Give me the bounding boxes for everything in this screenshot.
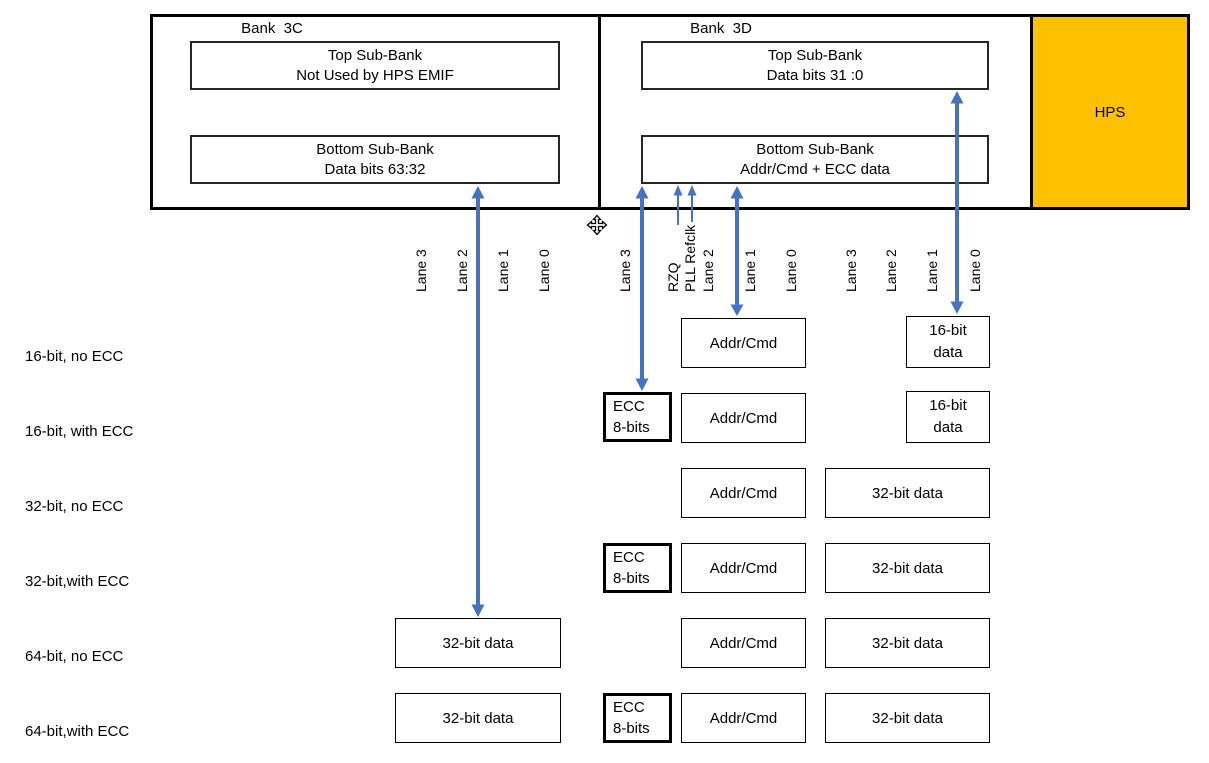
bank-3c-top-line1: Top Sub-Bank xyxy=(327,46,423,64)
data-32bit-box: 32-bit data xyxy=(825,468,990,518)
ecc-line2: 8-bits xyxy=(613,570,650,587)
data-32bit-text: 32-bit data xyxy=(872,559,943,577)
addr-cmd-box: Addr/Cmd xyxy=(681,393,806,443)
bank-3c-title: Bank 3C xyxy=(241,20,303,37)
ecc-8bits-box: ECC 8-bits xyxy=(603,543,672,593)
data-16bit-line2: data xyxy=(933,344,963,361)
row-label-64bit-no-ecc: 64-bit, no ECC xyxy=(25,648,124,665)
lane-label-3c-lane2: Lane 2 xyxy=(454,249,470,292)
bank-3c-top-sub-bank: Top Sub-Bank Not Used by HPS EMIF xyxy=(190,41,560,90)
row-label-32bit-with-ecc: 32-bit,with ECC xyxy=(25,573,130,590)
bank-3d-bottom-sub-bank: Bottom Sub-Bank Addr/Cmd + ECC data xyxy=(641,135,989,184)
data-32bit-left-text: 32-bit data xyxy=(442,709,514,727)
addr-cmd-box: Addr/Cmd xyxy=(681,693,806,743)
ecc-line2: 8-bits xyxy=(613,419,650,436)
row-label-32bit-no-ecc: 32-bit, no ECC xyxy=(25,498,124,515)
bank-divider xyxy=(598,14,601,210)
ecc-8bits-box: ECC 8-bits xyxy=(603,693,672,743)
lane-label-3d-lane2: Lane 2 xyxy=(700,249,716,292)
addr-cmd-box: Addr/Cmd xyxy=(681,468,806,518)
hps-box: HPS xyxy=(1030,14,1190,210)
lane-label-3d2-lane0: Lane 0 xyxy=(967,249,983,292)
bank-3d-top-line1: Top Sub-Bank xyxy=(767,46,863,64)
bank-3d-top-line2: Data bits 31 :0 xyxy=(766,67,864,85)
data-16bit-line1: 16-bit xyxy=(929,322,967,339)
lane-label-3d2-lane2: Lane 2 xyxy=(883,249,899,292)
lane-label-3d-lane0: Lane 0 xyxy=(783,249,799,292)
bank-3d-title: Bank 3D xyxy=(690,20,752,37)
data-32bit-box: 32-bit data xyxy=(825,618,990,668)
data-32bit-left-box: 32-bit data xyxy=(395,618,561,668)
bank-3d-top-sub-bank: Top Sub-Bank Data bits 31 :0 xyxy=(641,41,989,90)
addr-cmd-text: Addr/Cmd xyxy=(709,484,778,502)
move-cursor-icon xyxy=(586,214,608,236)
data-32bit-box: 32-bit data xyxy=(825,543,990,593)
pll-refclk-label: PLL Refclk xyxy=(682,224,698,292)
addr-cmd-box: Addr/Cmd xyxy=(681,318,806,368)
lane-label-3d-lane1: Lane 1 xyxy=(742,249,758,292)
ecc-8bits-box: ECC 8-bits xyxy=(603,392,672,442)
lane-label-3c-lane3: Lane 3 xyxy=(413,249,429,292)
data-32bit-text: 32-bit data xyxy=(872,709,943,727)
data-32bit-box: 32-bit data xyxy=(825,693,990,743)
bank-3c-bottom-line2: Data bits 63:32 xyxy=(324,161,426,179)
addr-cmd-box: Addr/Cmd xyxy=(681,618,806,668)
addr-cmd-box: Addr/Cmd xyxy=(681,543,806,593)
row-label-16bit-with-ecc: 16-bit, with ECC xyxy=(25,423,134,440)
bank-3c-bottom-sub-bank: Bottom Sub-Bank Data bits 63:32 xyxy=(190,135,560,184)
data-16bit-box: 16-bit data xyxy=(906,316,990,368)
data-32bit-left-text: 32-bit data xyxy=(442,634,514,652)
data-32bit-left-box: 32-bit data xyxy=(395,693,561,743)
hps-label: HPS xyxy=(1094,103,1126,121)
lane-label-3c-lane0: Lane 0 xyxy=(536,249,552,292)
addr-cmd-text: Addr/Cmd xyxy=(709,334,778,352)
addr-cmd-text: Addr/Cmd xyxy=(709,409,778,427)
ecc-line1: ECC xyxy=(613,549,645,566)
ecc-line1: ECC xyxy=(613,699,645,716)
ecc-line1: ECC xyxy=(613,398,645,415)
bank-3c-top-line2: Not Used by HPS EMIF xyxy=(296,67,454,85)
data-16bit-box: 16-bit data xyxy=(906,391,990,443)
row-label-64bit-with-ecc: 64-bit,with ECC xyxy=(25,723,130,740)
addr-cmd-text: Addr/Cmd xyxy=(709,634,778,652)
lane-label-3c-lane1: Lane 1 xyxy=(495,249,511,292)
data-16bit-line2: data xyxy=(933,419,963,436)
row-label-16bit-no-ecc: 16-bit, no ECC xyxy=(25,348,124,365)
bank-3d-bottom-line1: Bottom Sub-Bank xyxy=(756,140,874,158)
addr-cmd-text: Addr/Cmd xyxy=(709,709,778,727)
lane-label-3d2-lane1: Lane 1 xyxy=(924,249,940,292)
arrow-bank3d-ecc xyxy=(635,186,649,391)
bank-3c-bottom-line1: Bottom Sub-Bank xyxy=(316,140,434,158)
rzq-label: RZQ xyxy=(665,262,681,292)
bank-3d-bottom-line2: Addr/Cmd + ECC data xyxy=(740,161,890,179)
arrow-bank3c-data63-32 xyxy=(471,186,485,617)
lane-label-3d2-lane3: Lane 3 xyxy=(843,249,859,292)
ecc-line2: 8-bits xyxy=(613,720,650,737)
lane-label-3d-lane3: Lane 3 xyxy=(617,249,633,292)
addr-cmd-text: Addr/Cmd xyxy=(709,559,778,577)
data-32bit-text: 32-bit data xyxy=(872,634,943,652)
data-16bit-line1: 16-bit xyxy=(929,397,967,414)
data-32bit-text: 32-bit data xyxy=(872,484,943,502)
